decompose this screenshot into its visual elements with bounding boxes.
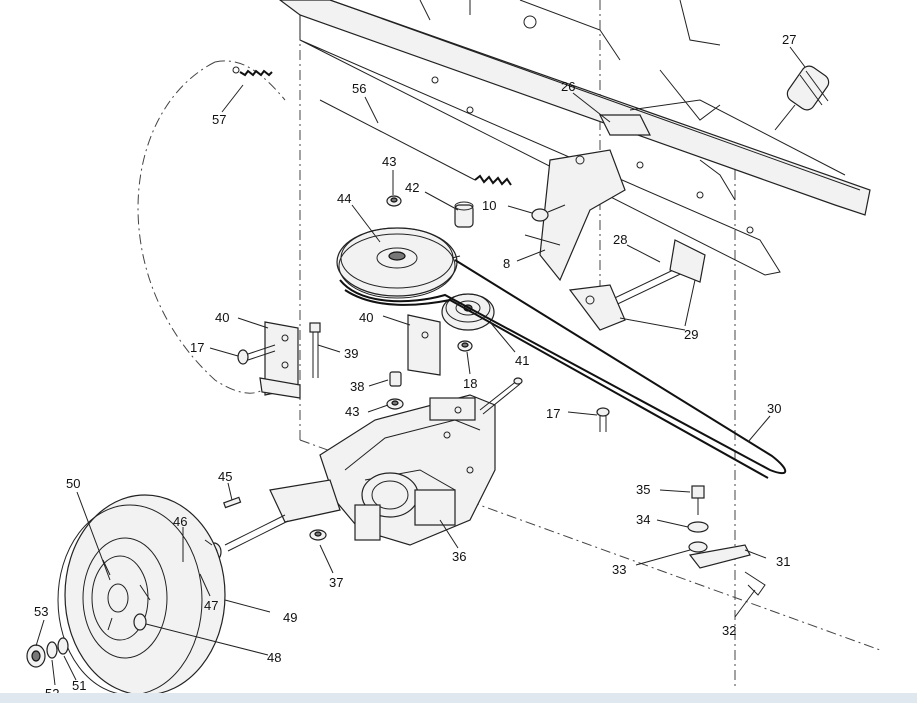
part-51-53-hub-hardware — [26, 637, 69, 668]
callout-17-right: 17 — [546, 406, 560, 421]
callout-32: 32 — [722, 623, 736, 638]
mounting-plate — [524, 149, 626, 282]
part-30-drive-belt — [339, 255, 787, 479]
callout-31: 31 — [776, 554, 790, 569]
part-18-nut — [457, 340, 473, 352]
part-40-bracket-left — [259, 321, 301, 399]
part-10-washer — [531, 204, 566, 222]
callout-27: 27 — [782, 32, 796, 47]
viewer-bottom-edge — [0, 693, 917, 703]
part-38-spacer — [389, 371, 402, 387]
callout-39: 39 — [344, 346, 358, 361]
callout-51: 51 — [72, 678, 86, 693]
callout-49: 49 — [283, 610, 297, 625]
callout-30: 30 — [767, 401, 781, 416]
part-spring-center — [319, 99, 512, 186]
reference-lines — [137, 0, 881, 690]
part-43-nut-lower — [386, 398, 404, 410]
callout-56: 56 — [352, 81, 366, 96]
part-39-bolt — [309, 322, 321, 378]
part-57-spring — [232, 66, 273, 77]
callout-38: 38 — [350, 379, 364, 394]
callout-10: 10 — [482, 198, 496, 213]
part-48-stud — [133, 613, 147, 631]
part-45-key — [223, 496, 242, 509]
callout-40-left: 40 — [215, 310, 229, 325]
callout-57: 57 — [212, 112, 226, 127]
part-40-bracket-right — [407, 314, 441, 376]
callout-labels: 57 56 43 42 10 44 8 26 27 28 29 30 31 32… — [34, 32, 796, 701]
frame-rail — [279, 0, 871, 276]
callout-50: 50 — [66, 476, 80, 491]
callout-44: 44 — [337, 191, 351, 206]
part-27-grip — [774, 65, 830, 131]
part-17-bolt-left — [237, 344, 276, 365]
callout-48: 48 — [267, 650, 281, 665]
part-36-transaxle — [224, 377, 523, 552]
callout-26: 26 — [561, 79, 575, 94]
callout-8: 8 — [503, 256, 510, 271]
callout-33: 33 — [612, 562, 626, 577]
callout-35: 35 — [636, 482, 650, 497]
callout-41: 41 — [515, 353, 529, 368]
callout-47: 47 — [204, 598, 218, 613]
part-31-35-linkage — [687, 485, 766, 596]
part-44-pulley — [336, 227, 458, 299]
part-43-nut-top — [386, 195, 402, 207]
part-17-bolt-right — [596, 407, 610, 432]
callout-28: 28 — [613, 232, 627, 247]
callout-37: 37 — [329, 575, 343, 590]
part-49-wheel — [57, 494, 226, 696]
callout-43-lower: 43 — [345, 404, 359, 419]
part-26-bracket — [599, 114, 651, 136]
part-28-29-rod-brackets — [568, 239, 706, 331]
callout-53: 53 — [34, 604, 48, 619]
part-37-nut — [309, 529, 327, 541]
callout-36: 36 — [452, 549, 466, 564]
callout-17-left: 17 — [190, 340, 204, 355]
callout-43-top: 43 — [382, 154, 396, 169]
callout-45: 45 — [218, 469, 232, 484]
callout-40-right: 40 — [359, 310, 373, 325]
callout-34: 34 — [636, 512, 650, 527]
leader-lines — [35, 46, 806, 686]
part-42-spacer — [454, 201, 474, 228]
callout-46: 46 — [173, 514, 187, 529]
callout-18: 18 — [463, 376, 477, 391]
callout-29: 29 — [684, 327, 698, 342]
callout-42: 42 — [405, 180, 419, 195]
